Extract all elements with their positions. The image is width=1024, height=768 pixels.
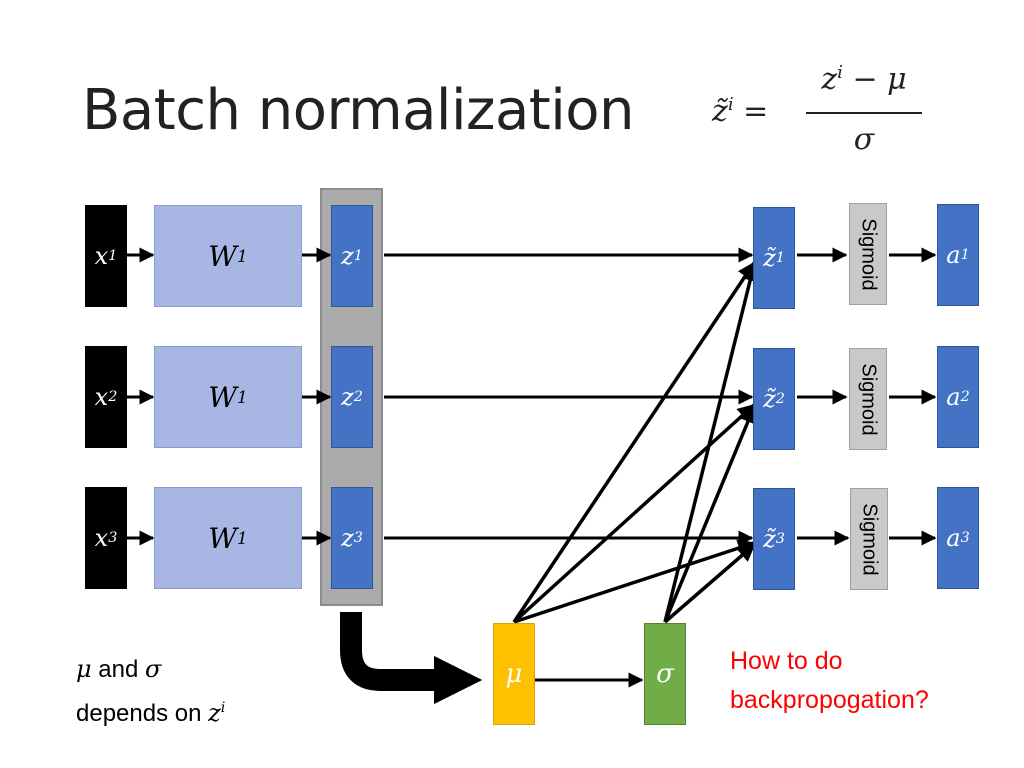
- dependency-note: μ and σ depends on zi: [76, 650, 225, 733]
- arrow-mu-zt2: [512, 403, 756, 624]
- note-line-1: μ and σ: [76, 655, 162, 683]
- mu-box: μ: [493, 623, 535, 725]
- z-tilde-1-box: z̃1: [753, 207, 795, 309]
- arrow-mu-zt1: [512, 261, 756, 623]
- z-tilde-3-box: z̃3: [753, 488, 795, 590]
- formula-lhs: z̃i =: [712, 94, 769, 129]
- z-tilde-2-box: z̃2: [753, 348, 795, 450]
- sigmoid-2-box: Sigmoid: [849, 348, 887, 450]
- arrow-sigma-zt3: [663, 543, 756, 624]
- question-line-1: How to do: [730, 647, 843, 675]
- note-line-2: depends on zi: [76, 699, 226, 727]
- formula-numerator: zi − μ: [821, 62, 907, 97]
- sigmoid-3-box: Sigmoid: [850, 488, 888, 590]
- sigmoid-1-box: Sigmoid: [849, 203, 887, 305]
- question-line-2: backpropogation?: [730, 686, 929, 714]
- big-arrow-z-to-mu: [340, 612, 483, 705]
- fraction-bar: [806, 112, 922, 114]
- page-title: Batch normalization: [82, 78, 635, 143]
- arrow-sigma-zt2: [663, 405, 757, 623]
- backprop-question: How to do backpropogation?: [730, 642, 929, 720]
- batchnorm-formula: z̃i = zi − μ σ: [712, 62, 922, 172]
- sigma-box: σ: [644, 623, 686, 725]
- arrow-mu-zt3: [513, 539, 756, 624]
- formula-denominator: σ: [853, 122, 875, 157]
- arrow-sigma-zt1: [663, 263, 759, 623]
